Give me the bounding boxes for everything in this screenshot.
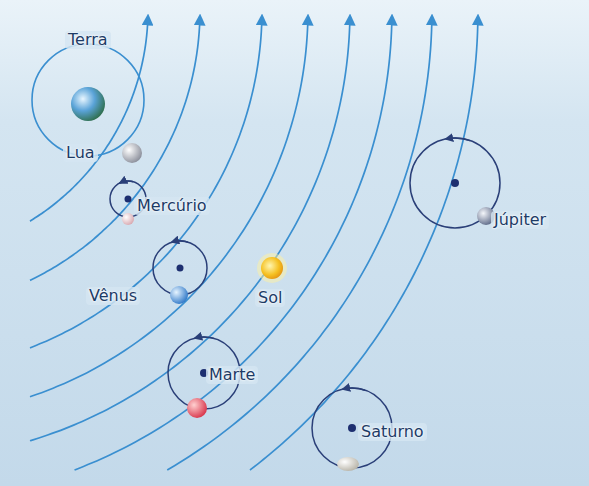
body-label: Júpiter — [491, 211, 549, 229]
body-label: Sol — [255, 289, 285, 307]
deferent-arc — [30, 16, 148, 221]
body-label: Terra — [65, 31, 111, 49]
body-label: Mercúrio — [134, 197, 210, 215]
body-label: Marte — [206, 366, 258, 384]
mercury-ball — [122, 213, 134, 225]
deferent-arc — [30, 16, 200, 280]
mars-ball — [187, 398, 207, 418]
body-label: Vênus — [86, 287, 140, 305]
sun-ball — [257, 253, 287, 283]
moon-ball — [122, 143, 142, 163]
body-label: Lua — [63, 144, 98, 162]
deferent-arc — [75, 16, 392, 470]
epicycle-arrows — [120, 138, 470, 390]
epicycles — [110, 138, 500, 468]
earth-globe — [71, 87, 105, 121]
deferent-arcs — [30, 16, 478, 470]
venus-ball — [170, 286, 188, 304]
deferent-arc — [30, 16, 350, 441]
body-label: Saturno — [358, 423, 427, 441]
deferent-arc — [30, 16, 262, 348]
deferent-arc — [167, 16, 432, 470]
deferent-arc — [250, 16, 478, 470]
moon-orbit — [32, 44, 144, 156]
saturn-ball — [337, 457, 359, 471]
epicycle-centers — [125, 179, 460, 432]
